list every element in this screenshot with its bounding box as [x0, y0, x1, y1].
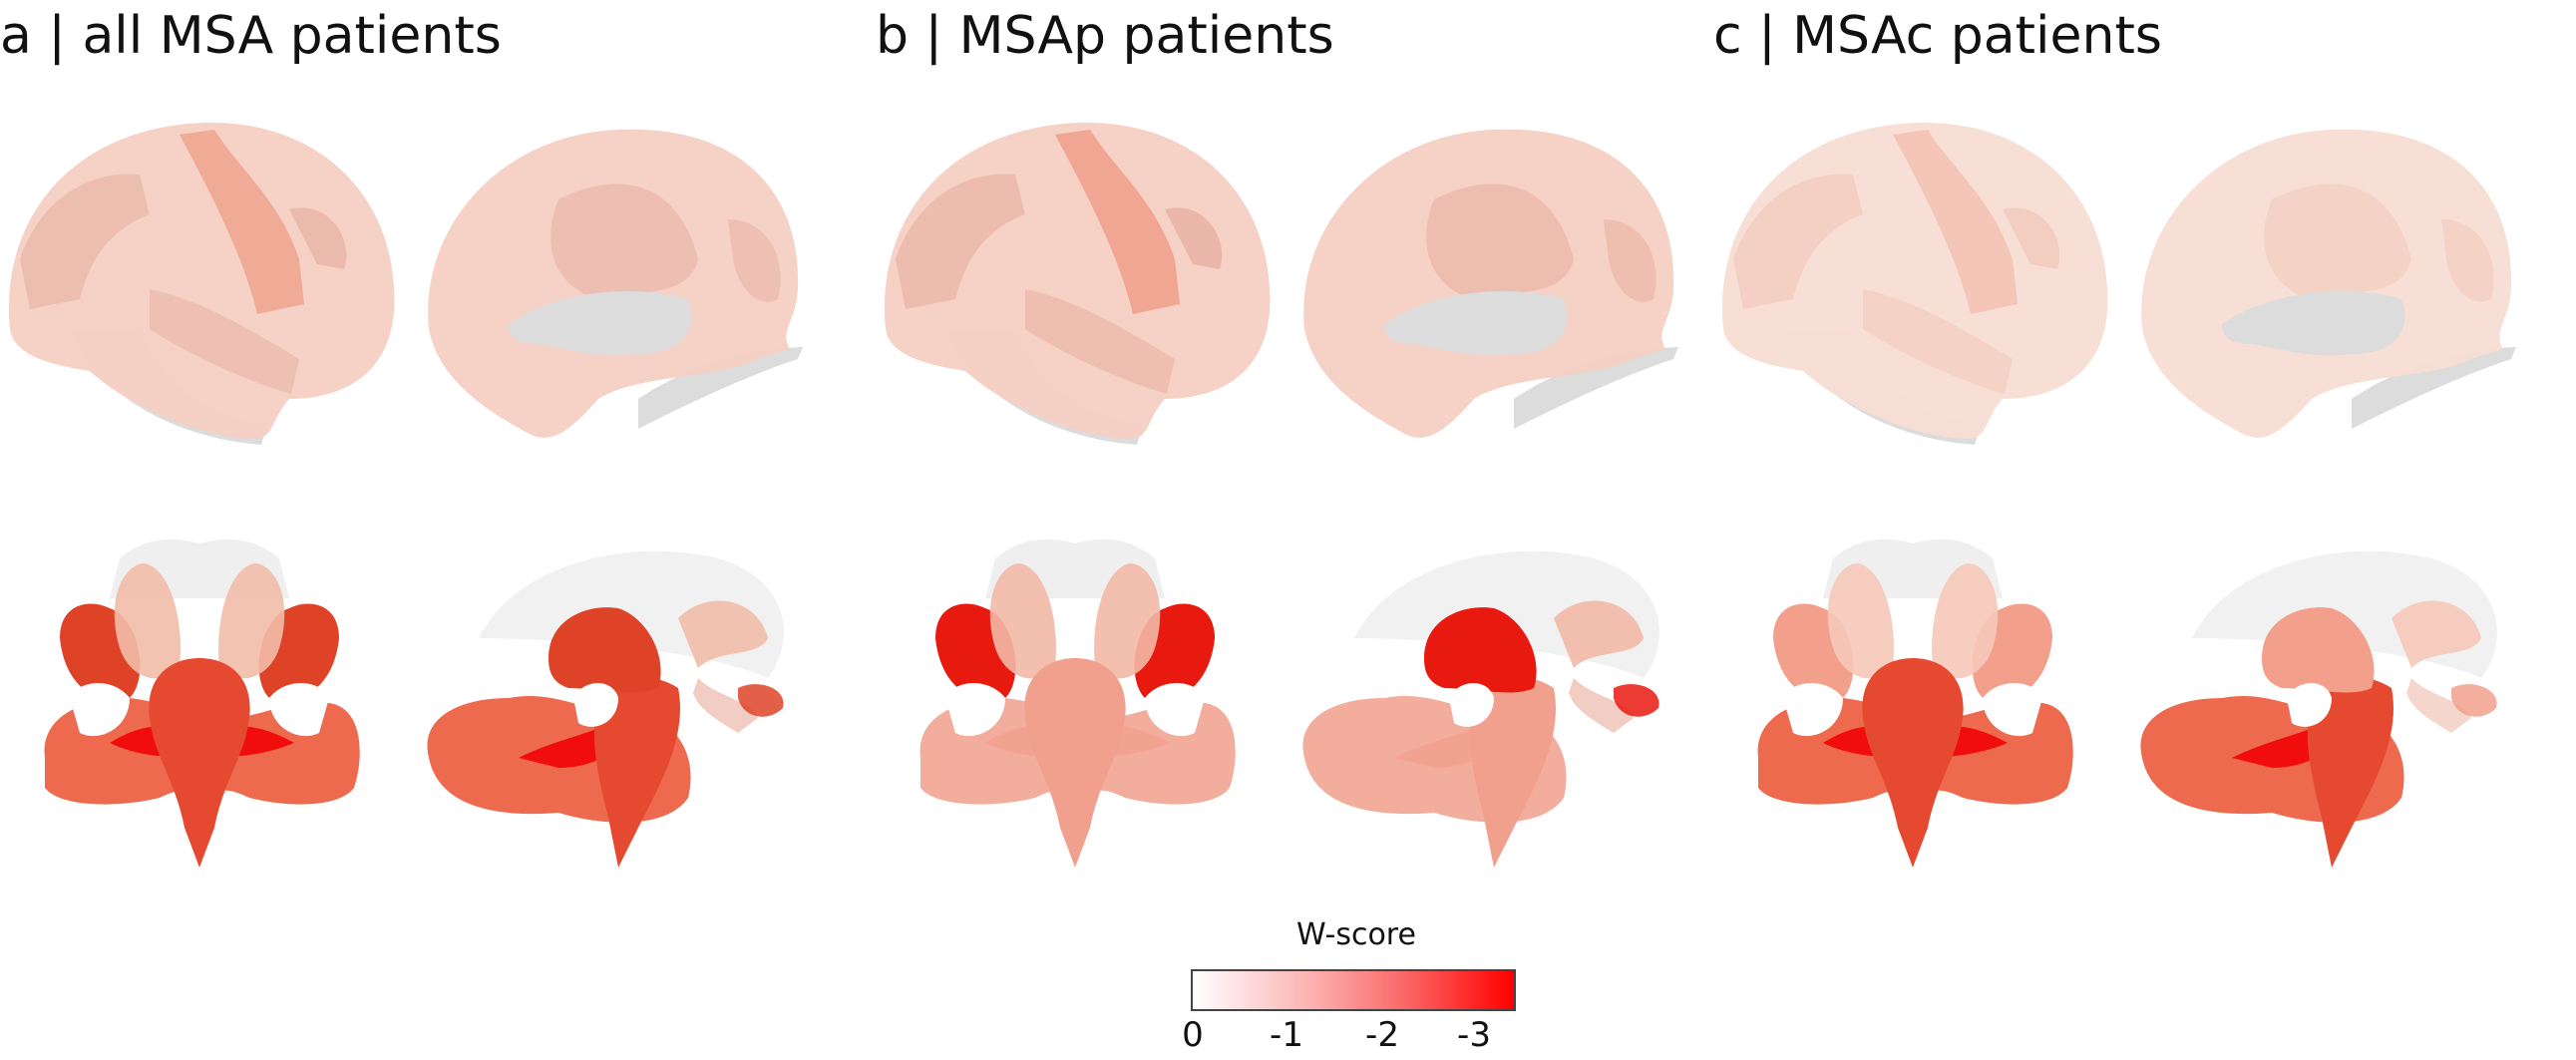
- tick-label: -1: [1270, 1015, 1303, 1055]
- medial-corpus-callosum: [1384, 291, 1568, 356]
- panel-a: a | all MSA patients: [0, 0, 838, 897]
- side-pallidum: [573, 683, 618, 727]
- side-putamen: [549, 607, 661, 693]
- side-caudate-tail: [2392, 600, 2481, 668]
- front-left-pallidum: [70, 683, 130, 737]
- side-amygdala: [738, 684, 784, 717]
- front-right-caudate: [1932, 563, 1999, 679]
- side-caudate-tail: [678, 600, 768, 668]
- side-brainstem: [1469, 677, 1556, 868]
- lateral-frontal-region: [896, 174, 1025, 309]
- lateral-frontal-region: [1733, 174, 1863, 309]
- tick-label: 0: [1182, 1015, 1204, 1055]
- front-right-caudate: [218, 563, 285, 679]
- panel-b: b | MSAp patients: [876, 0, 1713, 897]
- front-left-caudate: [989, 563, 1056, 679]
- front-left-pallidum: [945, 683, 1005, 737]
- side-caudate-tail: [1554, 600, 1644, 668]
- side-brainstem: [2307, 677, 2393, 868]
- medial-corpus-callosum: [509, 291, 692, 356]
- medial-parietal-region: [1426, 183, 1574, 299]
- tick-label: -3: [1457, 1015, 1491, 1055]
- side-hippocampus: [1569, 678, 1634, 733]
- lateral-temporal-region: [1863, 289, 2013, 394]
- lateral-parietal-region: [289, 207, 347, 269]
- lateral-precentral-region: [180, 130, 304, 314]
- panel-title: b | MSAp patients: [876, 6, 1334, 66]
- front-right-pallidum: [1145, 683, 1205, 737]
- panel-title: c | MSAc patients: [1713, 6, 2162, 66]
- side-pallidum: [1449, 683, 1494, 727]
- front-right-caudate: [1094, 563, 1161, 679]
- lateral-frontal-region: [20, 174, 150, 309]
- side-hippocampus: [2406, 678, 2471, 733]
- medial-corpus-callosum: [2222, 291, 2405, 356]
- front-left-pallidum: [1783, 683, 1843, 737]
- front-left-caudate: [1827, 563, 1894, 679]
- panel-c: c | MSAc patients: [1713, 0, 2551, 897]
- front-brainstem: [1024, 658, 1126, 868]
- front-brainstem: [149, 658, 250, 868]
- side-hippocampus: [693, 678, 758, 733]
- front-brainstem: [1862, 658, 1964, 868]
- legend-title: W-score: [1296, 917, 1416, 952]
- side-putamen: [1424, 607, 1537, 693]
- brain-renderings: [884, 122, 1678, 868]
- medial-occipital-region: [728, 219, 781, 302]
- lateral-parietal-region: [2003, 207, 2060, 269]
- medial-occipital-region: [1604, 219, 1656, 302]
- side-amygdala: [2451, 684, 2497, 717]
- medial-cerebellar-shadow: [638, 347, 803, 429]
- front-right-pallidum: [269, 683, 329, 737]
- medial-parietal-region: [551, 183, 698, 299]
- lateral-temporal-region: [1025, 289, 1175, 394]
- medial-cerebellar-shadow: [1514, 347, 1678, 429]
- lateral-precentral-region: [1893, 130, 2018, 314]
- panel-title: a | all MSA patients: [0, 6, 502, 66]
- lateral-precentral-region: [1055, 130, 1180, 314]
- lateral-temporal-region: [150, 289, 299, 394]
- brain-renderings: [8, 122, 803, 868]
- lateral-parietal-region: [1165, 207, 1223, 269]
- side-pallidum: [2287, 683, 2332, 727]
- side-brainstem: [593, 677, 680, 868]
- tick-label: -2: [1365, 1015, 1399, 1055]
- brain-renderings: [1721, 122, 2516, 868]
- side-amygdala: [1614, 684, 1659, 717]
- medial-occipital-region: [2441, 219, 2494, 302]
- colorbar: [1191, 969, 1516, 1011]
- wscore-legend: W-score 0 -1 -2 -3: [1157, 917, 1556, 1057]
- front-left-caudate: [114, 563, 181, 679]
- front-right-pallidum: [1983, 683, 2042, 737]
- medial-parietal-region: [2264, 183, 2411, 299]
- medial-cerebellar-shadow: [2352, 347, 2516, 429]
- side-putamen: [2262, 607, 2375, 693]
